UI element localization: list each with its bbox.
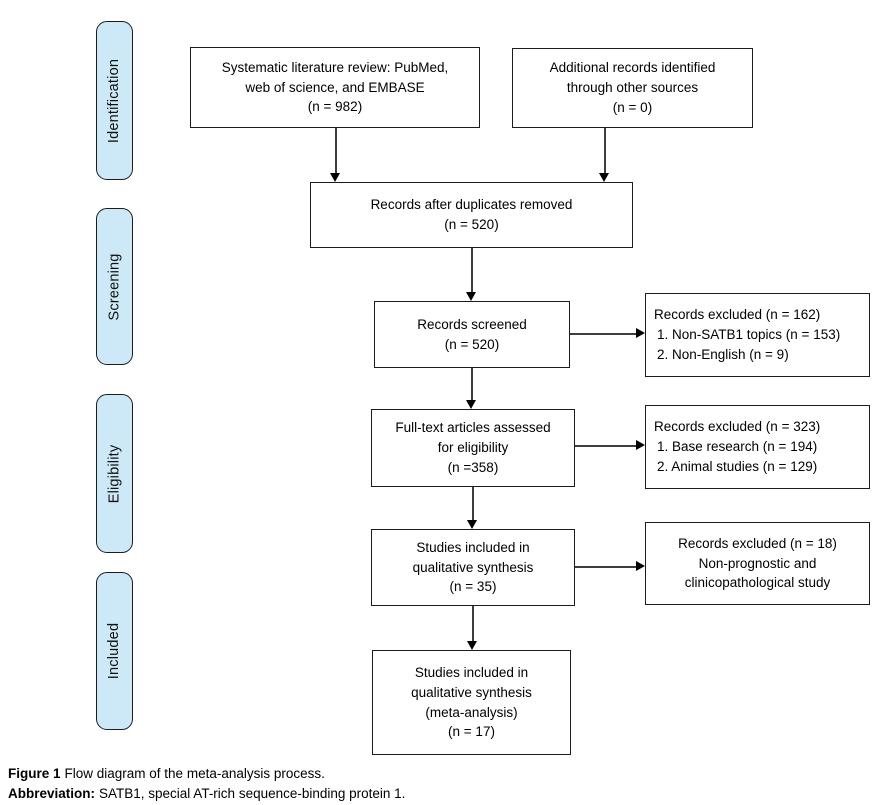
box-screened: Records screened (n = 520) xyxy=(374,301,570,368)
box-excluded-screening-line2: 1. Non-SATB1 topics (n = 153) xyxy=(657,327,841,343)
box-excluded-screening-line3: 2. Non-English (n = 9) xyxy=(657,346,789,362)
box-qualitative-line1: Studies included in xyxy=(416,539,530,555)
arrow-fulltext-to-excluded-head xyxy=(636,440,645,450)
box-meta-analysis: Studies included in qualitative synthesi… xyxy=(372,650,571,755)
caption-abbreviation-label: Abbreviation: xyxy=(8,785,96,801)
arrow-fulltext-to-qualitative-line xyxy=(472,487,474,520)
box-qualitative-line2: qualitative synthesis xyxy=(412,559,534,575)
box-deduplicated-line2: (n = 520) xyxy=(444,217,499,232)
box-source-additional-line3: (n = 0) xyxy=(612,99,653,115)
box-fulltext: Full-text articles assessed for eligibil… xyxy=(371,409,575,487)
box-excluded-fulltext: Records excluded (n = 323) 1. Base resea… xyxy=(645,405,870,489)
arrow-source-additional-to-dedup-head xyxy=(599,173,609,182)
box-source-primary-line3: (n = 982) xyxy=(307,99,363,115)
arrow-fulltext-to-qualitative-head xyxy=(467,520,477,529)
arrow-dedup-to-screened-head xyxy=(466,292,476,301)
box-excluded-fulltext-line1: Records excluded (n = 323) xyxy=(654,419,821,435)
box-deduplicated: Records after duplicates removed (n = 52… xyxy=(310,182,633,248)
box-deduplicated-line1: Records after duplicates removed xyxy=(370,197,573,213)
arrow-screened-to-excluded-head xyxy=(636,328,645,338)
box-screened-line1: Records screened xyxy=(417,316,527,332)
box-source-additional: Additional records identified through ot… xyxy=(512,48,753,128)
box-qualitative: Studies included in qualitative synthesi… xyxy=(371,529,575,606)
arrow-screened-to-excluded-line xyxy=(570,333,636,335)
box-fulltext-line2: for eligibility xyxy=(437,440,509,456)
box-source-primary-line1: Systematic literature review: PubMed, xyxy=(221,59,449,75)
box-excluded-screening-line1: Records excluded (n = 162) xyxy=(654,307,821,323)
arrow-qualitative-to-meta-line xyxy=(472,606,474,641)
stage-eligibility: Eligibility xyxy=(96,394,133,553)
caption-abbreviation-line: Abbreviation:SATB1, special AT-rich sequ… xyxy=(8,784,405,804)
box-excluded-fulltext-line2: 1. Base research (n = 194) xyxy=(657,439,818,455)
stage-identification-label: Identification xyxy=(106,58,123,143)
box-source-primary-line2: web of science, and EMBASE xyxy=(245,79,425,95)
box-qualitative-line3: (n = 35) xyxy=(449,579,497,595)
caption-figure-text: Flow diagram of the meta-analysis proces… xyxy=(64,766,325,781)
stage-included-label: Included xyxy=(106,622,123,680)
box-source-additional-line1: Additional records identified xyxy=(549,60,716,76)
box-excluded-qualitative-line3: clinicopathological study xyxy=(684,575,831,591)
arrow-qualitative-to-excluded-line xyxy=(575,566,636,568)
box-excluded-qualitative-line1: Records excluded (n = 18) xyxy=(678,535,837,551)
arrow-screened-to-fulltext-head xyxy=(466,400,476,409)
arrow-fulltext-to-excluded-line xyxy=(575,445,636,447)
stage-identification: Identification xyxy=(96,21,133,180)
box-fulltext-line1: Full-text articles assessed xyxy=(395,420,551,436)
box-fulltext-line3: (n =358) xyxy=(447,459,499,475)
arrow-qualitative-to-meta-head xyxy=(467,641,477,650)
stage-screening: Screening xyxy=(96,208,133,365)
stage-eligibility-label: Eligibility xyxy=(106,444,123,503)
arrow-source-additional-to-dedup-line xyxy=(604,128,606,173)
box-source-additional-line2: through other sources xyxy=(566,80,699,96)
box-source-primary: Systematic literature review: PubMed, we… xyxy=(190,47,480,128)
arrow-qualitative-to-excluded-head xyxy=(636,561,645,571)
caption-figure-label: Figure 1 xyxy=(8,766,61,781)
box-meta-analysis-line1: Studies included in xyxy=(414,664,529,680)
box-meta-analysis-line3: (meta-analysis) xyxy=(425,704,518,720)
box-excluded-screening: Records excluded (n = 162) 1. Non-SATB1 … xyxy=(645,293,870,377)
box-excluded-qualitative-line2: Non-prognostic and xyxy=(698,555,817,571)
arrow-screened-to-fulltext-line xyxy=(471,368,473,400)
box-meta-analysis-line2: qualitative synthesis xyxy=(411,684,532,700)
stage-screening-label: Screening xyxy=(106,252,123,321)
box-screened-line2: (n = 520) xyxy=(444,336,500,352)
arrow-source-primary-to-dedup-head xyxy=(330,173,340,182)
box-excluded-qualitative: Records excluded (n = 18) Non-prognostic… xyxy=(645,522,870,605)
arrow-source-primary-to-dedup-line xyxy=(335,128,337,173)
box-meta-analysis-line4: (n = 17) xyxy=(448,724,495,740)
box-excluded-fulltext-line3: 2. Animal studies (n = 129) xyxy=(657,458,818,474)
caption-abbreviation-text: SATB1, special AT-rich sequence-binding … xyxy=(99,785,406,801)
arrow-dedup-to-screened-line xyxy=(471,248,473,292)
stage-included: Included xyxy=(96,572,133,730)
